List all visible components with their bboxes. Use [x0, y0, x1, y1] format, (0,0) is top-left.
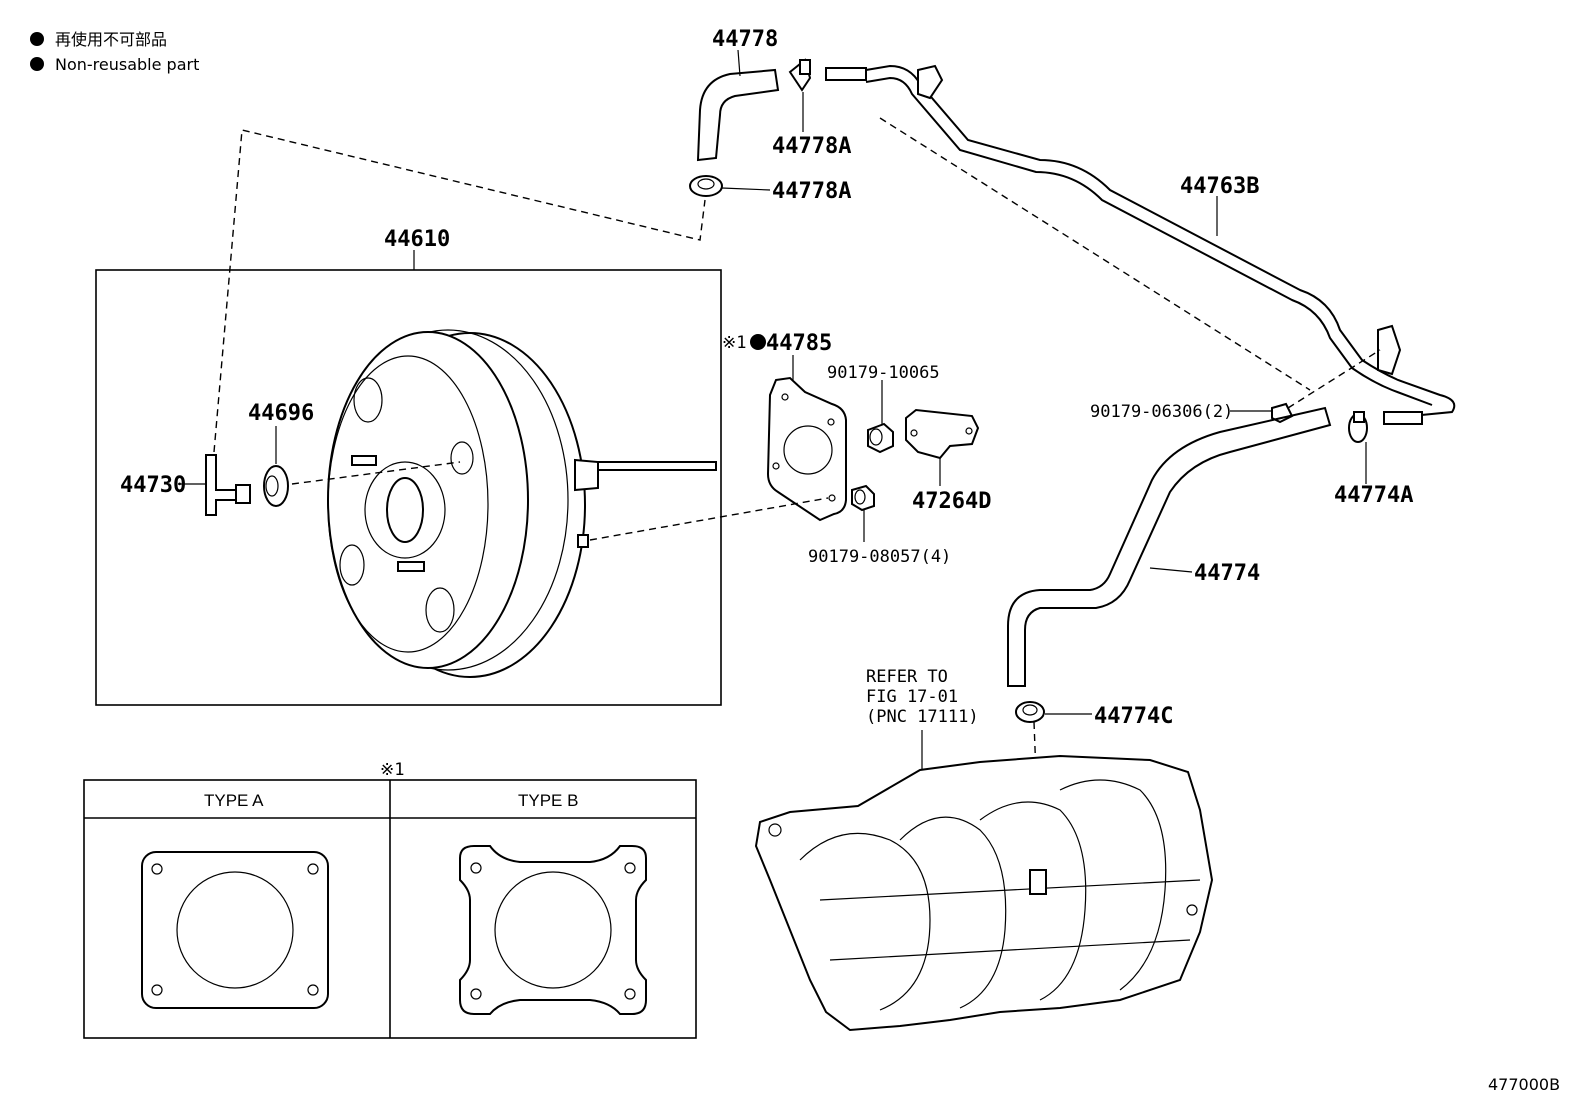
intake-manifold-illustration	[754, 754, 1214, 1032]
label-90179-10065: 90179-10065	[827, 363, 940, 383]
grommet-44696	[263, 465, 289, 507]
label-44774A: 44774A	[1334, 483, 1413, 508]
label-44696: 44696	[248, 401, 314, 426]
refer-line-3: (PNC 17111)	[866, 707, 979, 727]
nut-90179-08057	[851, 484, 875, 512]
label-44778A-mid: 44778A	[772, 179, 851, 204]
non-reusable-dot-icon	[30, 57, 44, 71]
gasket-44785	[766, 376, 847, 522]
table-marker: ※1	[380, 760, 404, 780]
gasket-type-b-drawing	[459, 845, 647, 1015]
type-a-header: TYPE A	[204, 791, 264, 810]
label-44774: 44774	[1194, 561, 1260, 586]
hose-44778	[696, 68, 780, 162]
vacuum-pipe-44763B	[825, 64, 1456, 425]
label-44763B: 44763B	[1180, 174, 1259, 199]
non-reusable-dot-icon	[750, 334, 766, 350]
label-44778: 44778	[712, 27, 778, 52]
clamp-44778A-top	[788, 58, 812, 92]
refer-line-1: REFER TO	[866, 667, 948, 687]
gasket-type-a-drawing	[141, 851, 329, 1009]
check-valve-44730	[205, 454, 251, 516]
type-b-header: TYPE B	[518, 791, 578, 810]
nut-90179-10065	[867, 422, 894, 454]
label-44778A-top: 44778A	[772, 134, 851, 159]
legend-jp: 再使用不可部品	[55, 30, 167, 49]
refer-note: REFER TO FIG 17-01 (PNC 17111)	[866, 667, 979, 727]
label-90179-06306: 90179-06306(2)	[1090, 402, 1233, 422]
label-44730: 44730	[120, 473, 186, 498]
bracket-47264D	[905, 408, 980, 460]
brake-booster-illustration	[327, 329, 717, 678]
label-47264D: 47264D	[912, 489, 991, 514]
booster-frame	[95, 269, 722, 706]
refer-line-2: FIG 17-01	[866, 687, 958, 707]
legend: 再使用不可部品 Non-reusable part	[30, 30, 199, 74]
label-44774C: 44774C	[1094, 704, 1173, 729]
clamp-44778A-mid	[689, 175, 723, 197]
label-44610: 44610	[384, 227, 450, 252]
label-90179-08057: 90179-08057(4)	[808, 547, 951, 567]
label-44785-prefix: ※1	[722, 333, 746, 353]
gasket-type-table: ※1 TYPE A TYPE B	[83, 760, 697, 1039]
clamp-44774A	[1348, 411, 1368, 443]
legend-en: Non-reusable part	[55, 55, 199, 74]
label-44785: 44785	[766, 331, 832, 356]
clamp-44774C	[1015, 701, 1045, 723]
non-reusable-dot-icon	[30, 32, 44, 46]
brake-booster-assembly: 44696 44730	[95, 250, 722, 706]
figure-number: 477000B	[1488, 1075, 1560, 1094]
hose-44774	[1007, 406, 1332, 687]
